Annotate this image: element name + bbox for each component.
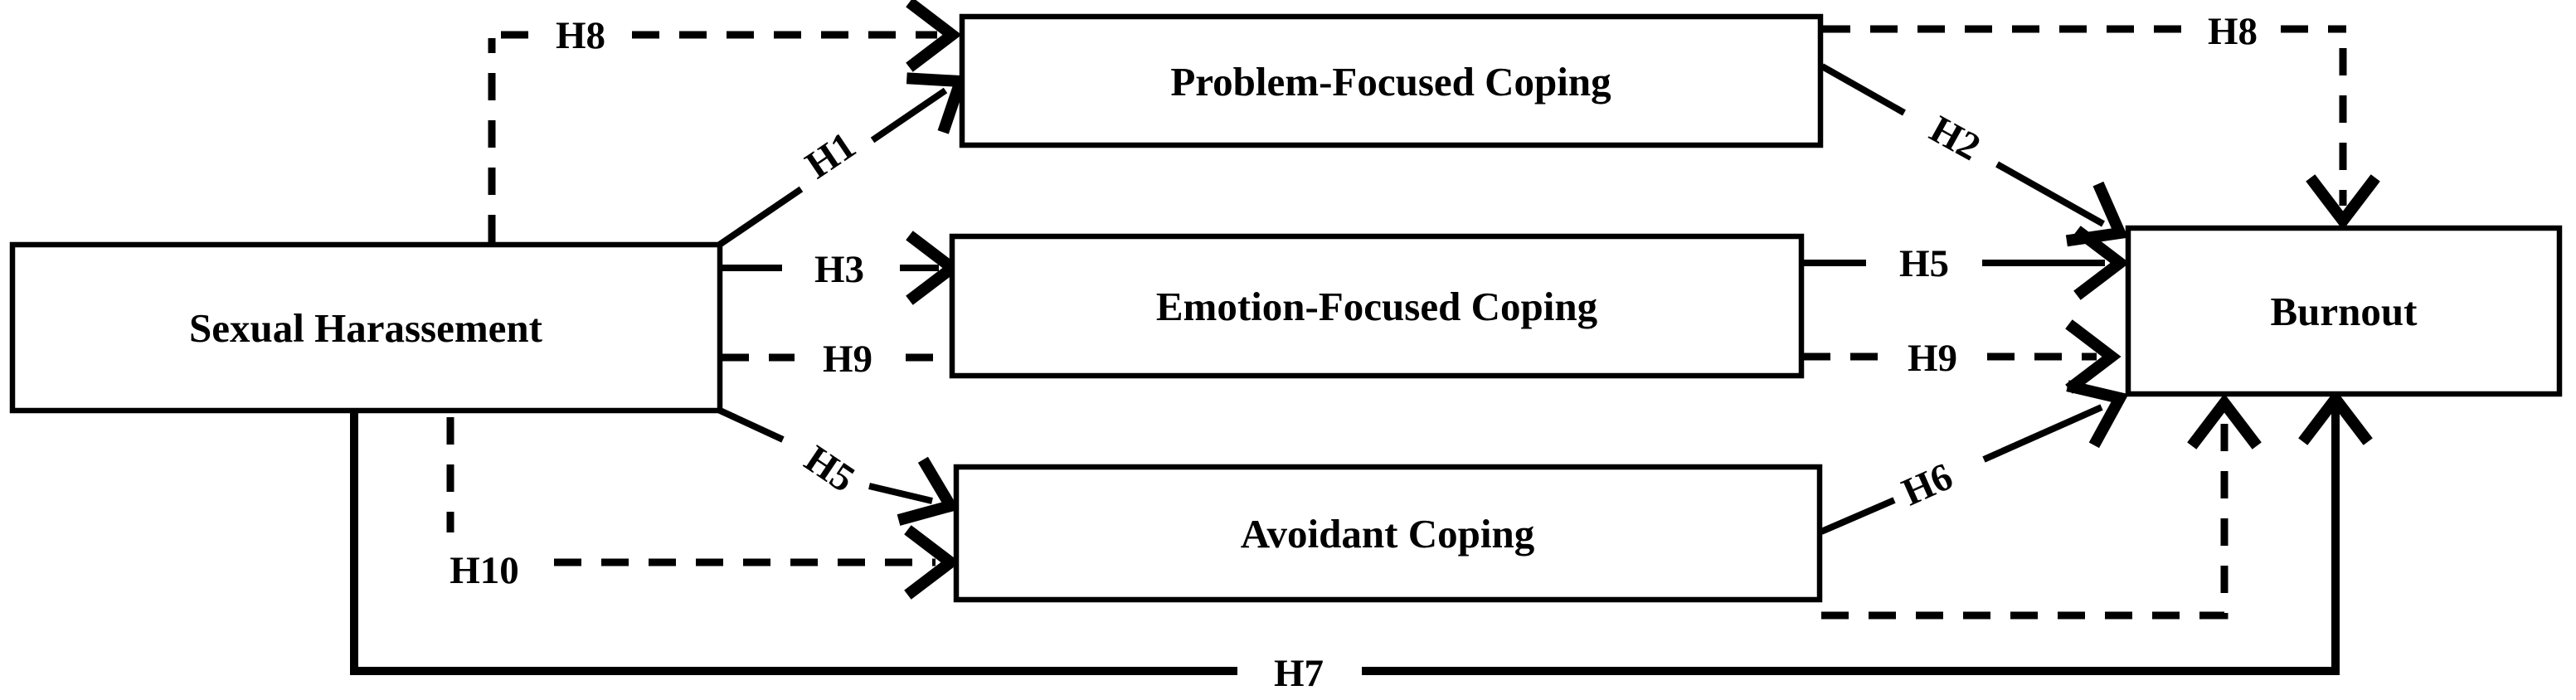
- h5-left-arrow-line-start: [717, 406, 785, 443]
- h2-arrow-line-end: [1995, 161, 2105, 227]
- h8-left-label: H8: [556, 14, 605, 57]
- h1-arrow-line-start: [716, 186, 804, 249]
- h10-label: H10: [450, 549, 519, 592]
- burnout-label: Burnout: [2270, 289, 2418, 334]
- h9-left-label: H9: [823, 338, 872, 381]
- h5-right-arrowhead-icon: [2073, 226, 2130, 300]
- h6-arrow-line-end: [1982, 404, 2103, 463]
- h1-arrow-line-end: [870, 87, 948, 143]
- avoidant-coping-label: Avoidant Coping: [1241, 511, 1535, 557]
- problem-focused-coping-box: [959, 13, 1824, 148]
- avoidant-burnout-arrowhead-icon: [2187, 393, 2262, 450]
- h7-label: H7: [1274, 652, 1324, 695]
- h2-label: H2: [1922, 108, 1987, 170]
- emotion-focused-coping-label: Emotion-Focused Coping: [1156, 284, 1598, 329]
- sexual-harassment-box: [9, 241, 723, 414]
- h5-left-label: H5: [797, 437, 863, 501]
- emotion-focused-coping-box: [949, 233, 1805, 379]
- h8-left-arrowhead-icon: [906, 0, 962, 72]
- burnout-box: [2125, 225, 2563, 397]
- h3-label: H3: [814, 248, 864, 291]
- h1-label: H1: [798, 124, 863, 187]
- problem-focused-coping-label: Problem-Focused Coping: [1170, 59, 1611, 105]
- h6-arrow-line-start: [1820, 497, 1896, 535]
- h9-right-label: H9: [1908, 337, 1957, 380]
- avoidant-burnout-dashed-line: [1821, 418, 2228, 620]
- h5-left-arrowhead-icon: [897, 456, 960, 526]
- h5-right-label: H5: [1899, 242, 1949, 285]
- h10-arrowhead-icon: [904, 525, 960, 600]
- h6-arrowhead-icon: [2066, 380, 2129, 449]
- avoidant-coping-box: [953, 464, 1823, 603]
- h7-label-gap: [1237, 647, 1362, 695]
- h6-label: H6: [1896, 455, 1959, 514]
- h2-arrow-line-start: [1820, 63, 1906, 116]
- h8-right-arrowhead-icon: [2306, 174, 2380, 231]
- sexual-harassment-label: Sexual Harassement: [189, 305, 543, 351]
- h5-left-arrow-line-end: [868, 483, 933, 504]
- h9-right-arrowhead-icon: [2065, 319, 2122, 394]
- h8-right-label: H8: [2208, 10, 2258, 53]
- h7-arrowhead-icon: [2298, 389, 2373, 445]
